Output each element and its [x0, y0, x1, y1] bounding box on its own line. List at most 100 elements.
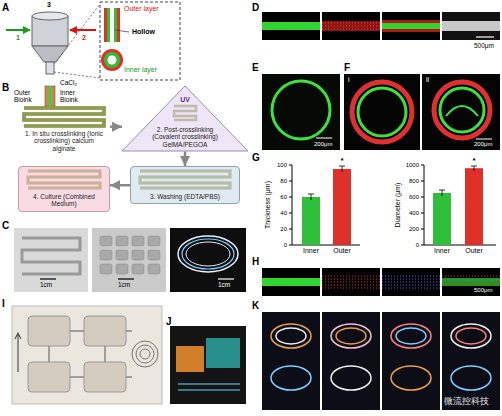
coil-photo: [451, 366, 491, 390]
coil-photo: [322, 312, 380, 410]
nozzle-illustration: [32, 12, 68, 20]
bar-chart: [302, 197, 320, 245]
uv-crosslinking-triangle: 2. Post-crosslinking (Covalent crosslink…: [122, 86, 248, 151]
coil-photo: [276, 328, 306, 344]
material-label: Outer Bioink: [14, 89, 40, 104]
panel-letter: D: [252, 2, 259, 14]
sub-panel-label: i: [348, 76, 350, 84]
step-text: 4. Culture (Combined Medium): [23, 193, 105, 208]
scale-label: 1cm: [118, 281, 130, 288]
fluorescence-strip: [262, 22, 320, 30]
bar-chart: [439, 166, 477, 196]
layer-label: Outer layer: [124, 5, 159, 13]
hollow-fiber-illustration: [107, 8, 117, 42]
bar-chart: [421, 165, 424, 245]
device-photo: [118, 278, 134, 279]
chip-schematic: [28, 362, 70, 392]
illustration-space: [135, 167, 235, 193]
layer-label: Hollow: [132, 28, 155, 36]
device-photo: [100, 236, 112, 246]
fluorescence-strip: [442, 21, 500, 31]
panel-letter: I: [2, 298, 5, 310]
fluorescence-strip: [382, 20, 440, 32]
tick-label: 600: [409, 194, 419, 201]
coil-photo: [382, 312, 440, 410]
hollow-fiber-illustration: [104, 8, 120, 42]
process-arrow: [110, 125, 122, 128]
culture-box: 4. Culture (Combined Medium): [18, 166, 110, 212]
tick-label: 60: [280, 194, 287, 201]
bar-chart: [333, 169, 351, 245]
fluorescence-strip: [322, 12, 380, 40]
tick-label: 200: [409, 226, 419, 233]
cross-section-photo: [352, 82, 412, 142]
cross-section-photo: [316, 138, 332, 139]
bar-chart: [433, 193, 451, 245]
nozzle-illustration: [32, 46, 68, 62]
chip-schematic: [28, 316, 70, 346]
device-photo: [116, 264, 128, 274]
nozzle-illustration: [46, 62, 54, 74]
fluorescence-strip: [442, 268, 500, 296]
uv-label: UV: [180, 96, 190, 104]
coil-photo: [331, 366, 371, 390]
fiber-serpentine: [24, 108, 104, 126]
chip-schematic: [132, 341, 158, 367]
device-photo: [132, 264, 144, 274]
panel-letter: J: [166, 316, 172, 328]
washing-box: 3. Washing (EDTA/PBS): [130, 166, 240, 204]
device-photo: [132, 250, 144, 260]
fiber-photo: [206, 338, 240, 368]
chip-schematic: [84, 362, 126, 392]
nozzle-illustration: [70, 29, 96, 31]
coil-photo: [391, 366, 431, 390]
tick-label: 1000: [406, 162, 419, 169]
category-label: Inner: [303, 247, 319, 255]
fluorescence-strip: [322, 268, 380, 296]
fluorescence-strip: [382, 23, 440, 29]
device-photo: [170, 228, 246, 292]
panel-letter: B: [2, 82, 9, 94]
cross-section-photo: [272, 81, 330, 139]
fluorescence-strip: [476, 36, 494, 37]
fluorescence-strip: [442, 12, 500, 40]
coil-photo: [442, 312, 500, 410]
scale-label: 1cm: [40, 281, 52, 288]
device-photo: [100, 236, 160, 274]
cross-section-photo: [446, 106, 478, 116]
fluorescence-strip: [382, 268, 440, 296]
cross-section-photo: [262, 74, 500, 150]
triangle-outline: [122, 86, 248, 151]
scale-label: 200μm: [474, 141, 492, 148]
bar-chart: [308, 166, 345, 200]
panel-letter: F: [344, 62, 350, 74]
tick-label: 0: [416, 242, 419, 249]
panel-letter: H: [252, 256, 259, 268]
zoom-lines: [54, 2, 180, 80]
material-label: CaCl₂: [60, 79, 77, 86]
fluorescence-strip: [382, 276, 440, 288]
scale-label: 500μm: [474, 42, 494, 49]
axis-title: Thickness (μm): [264, 181, 272, 229]
nozzle-illustration: [6, 29, 30, 31]
cross-section-photo: [434, 82, 490, 138]
panel-letter: K: [252, 300, 259, 312]
callout-number: 1: [16, 34, 20, 42]
process-arrow: [110, 184, 130, 187]
device-photo: [100, 250, 112, 260]
hollow-fiber-illustration: [101, 8, 129, 71]
process-step: 1. In situ crosslinking (Ionic crosslink…: [18, 102, 110, 155]
significance-mark: *: [340, 156, 343, 165]
bar-chart: [292, 165, 293, 245]
nozzle-illustration: [6, 12, 96, 74]
device-photo: [148, 250, 160, 260]
fiber-photo: [170, 326, 246, 404]
tick-label: 80: [280, 178, 287, 185]
scale-label: 1cm: [218, 281, 230, 288]
coaxial-nozzle: [49, 86, 52, 106]
zoom-lines: [100, 2, 180, 80]
fluorescence-strip: [262, 268, 320, 296]
panel-letter: E: [252, 62, 259, 74]
hollow-fiber-illustration: [110, 8, 114, 42]
tick-label: 40: [280, 210, 287, 217]
